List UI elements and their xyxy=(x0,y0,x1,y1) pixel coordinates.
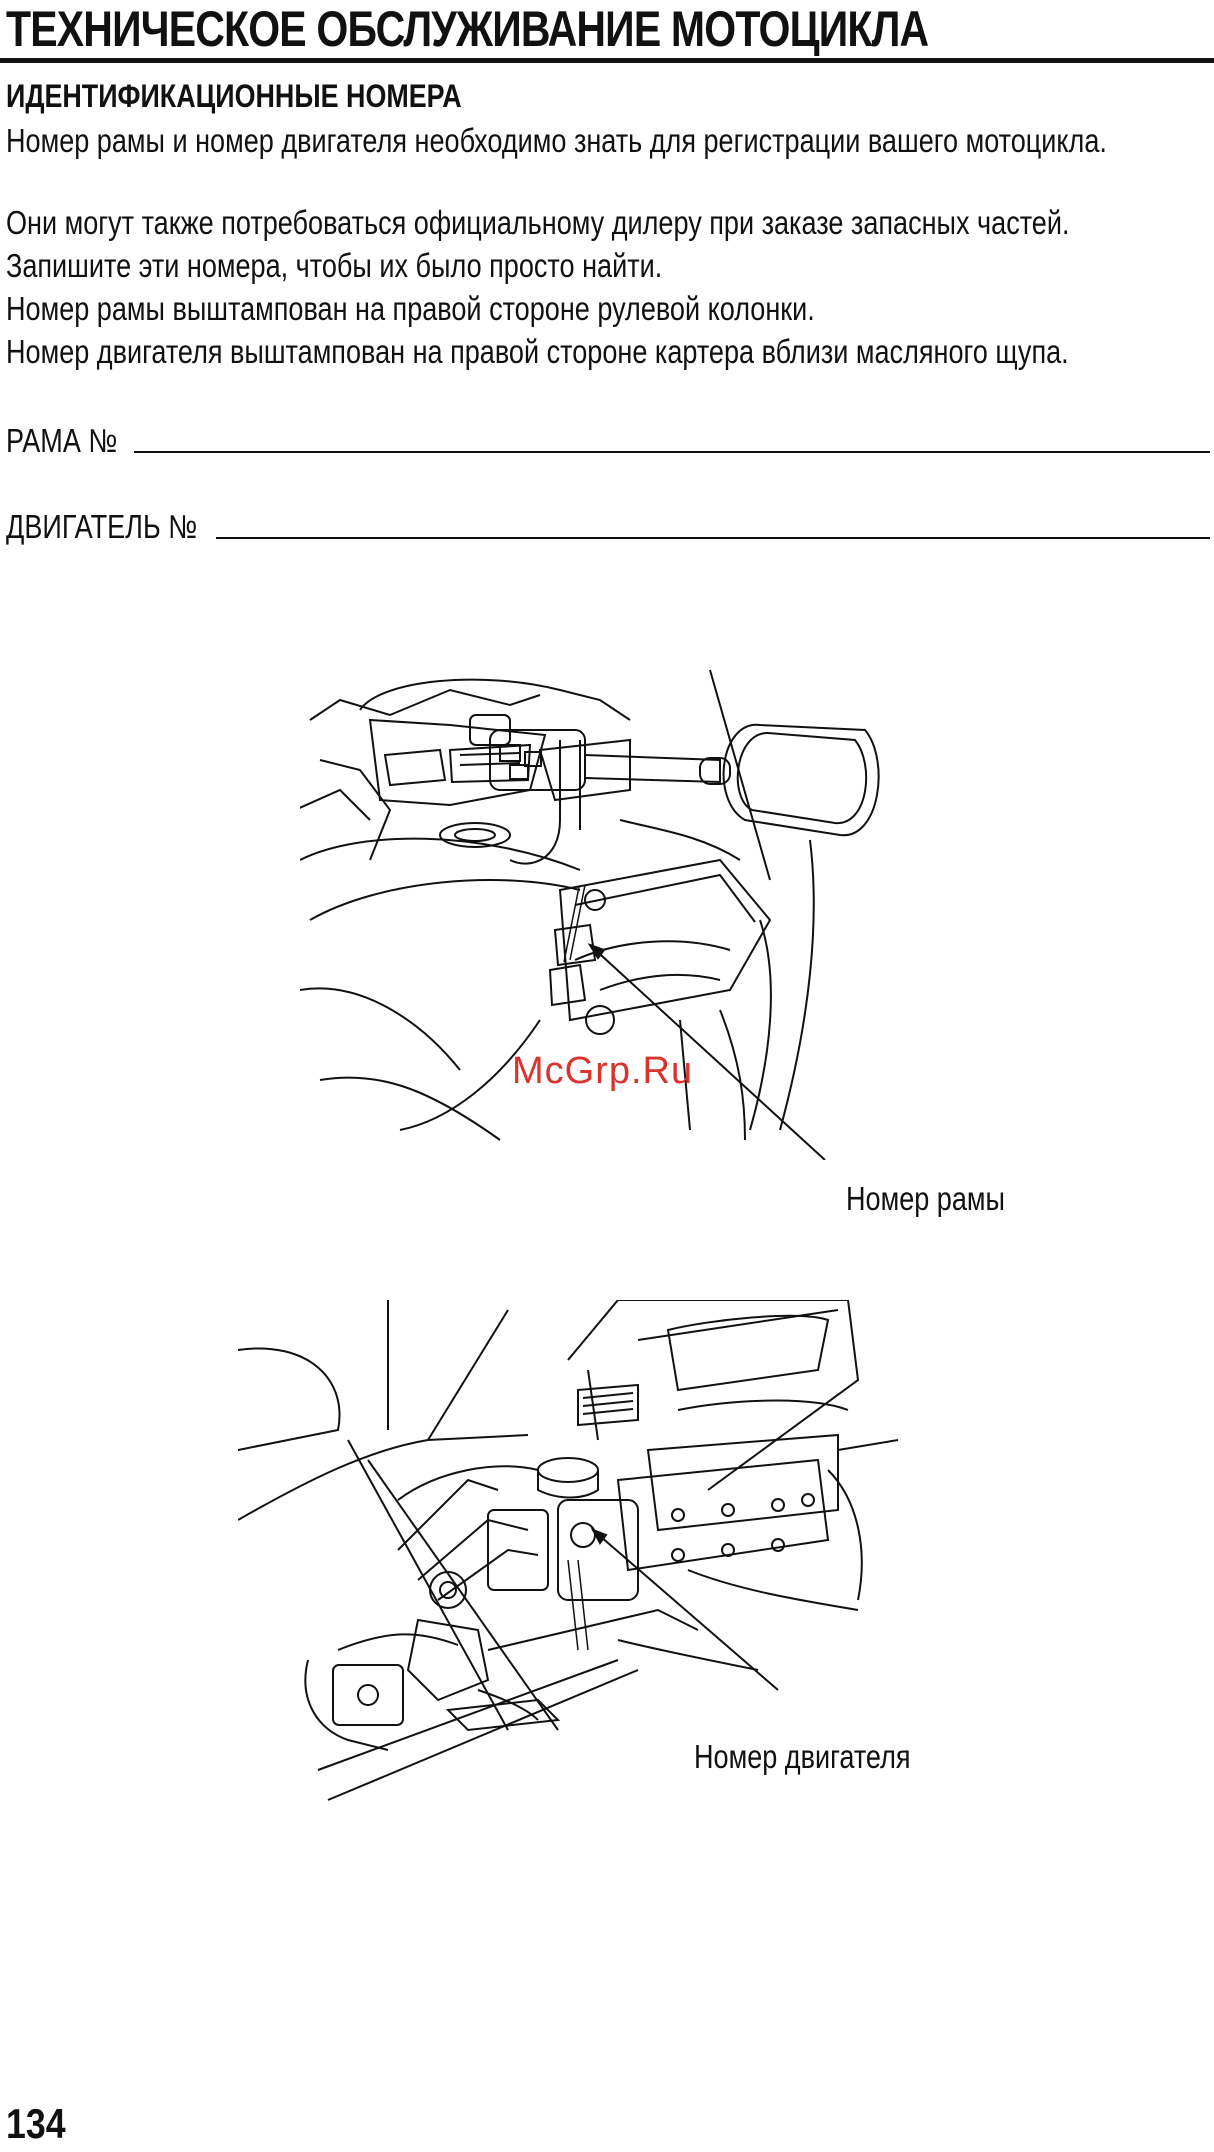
paragraph-text: Они могут также потребоваться официально… xyxy=(6,204,1070,241)
paragraph-text: Номер рамы и номер двигателя необходимо … xyxy=(6,122,1107,159)
engine-number-label: ДВИГАТЕЛЬ № xyxy=(6,508,198,545)
engine-number-caption: Номер двигателя xyxy=(694,1738,911,1775)
engine-number-illustration xyxy=(238,1300,898,1801)
paragraph-record: Запишите эти номера, чтобы их было прост… xyxy=(6,245,990,286)
paragraph-registration: Номер рамы и номер двигателя необходимо … xyxy=(6,120,1107,161)
engine-number-field[interactable] xyxy=(216,537,1210,539)
paragraph-text: Номер рамы выштампован на правой стороне… xyxy=(6,290,815,327)
frame-number-label: РАМА № xyxy=(6,422,118,459)
paragraph-text: Запишите эти номера, чтобы их было прост… xyxy=(6,247,663,284)
page-title: ТЕХНИЧЕСКОЕ ОБСЛУЖИВАНИЕ МОТОЦИКЛА xyxy=(6,1,929,57)
paragraph-text: Номер двигателя выштампован на правой ст… xyxy=(6,333,1069,370)
title-divider xyxy=(0,58,1214,63)
paragraph-frame-location: Номер рамы выштампован на правой стороне… xyxy=(6,288,990,329)
section-heading: ИДЕНТИФИКАЦИОННЫЕ НОМЕРА xyxy=(6,78,462,114)
frame-number-field[interactable] xyxy=(134,451,1210,453)
frame-number-caption: Номер рамы xyxy=(846,1180,1005,1217)
paragraph-dealer: Они могут также потребоваться официально… xyxy=(6,202,1070,243)
frame-number-illustration xyxy=(300,669,880,1160)
page-number: 134 xyxy=(6,2100,66,2147)
paragraph-engine-location: Номер двигателя выштампован на правой ст… xyxy=(6,331,1069,372)
watermark-text: McGrp.Ru xyxy=(512,1050,694,1092)
